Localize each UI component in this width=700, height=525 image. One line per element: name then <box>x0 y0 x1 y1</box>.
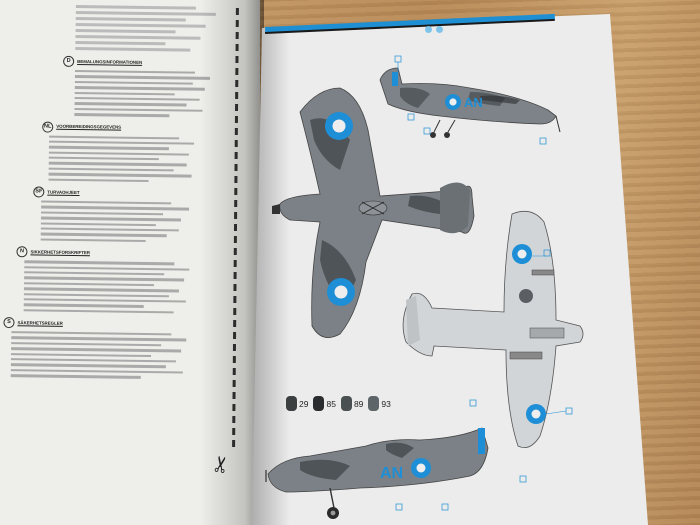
underside-view <box>402 210 584 449</box>
paint-number: 29 <box>299 398 309 409</box>
paint-pot-icon <box>286 396 297 411</box>
top-view <box>272 87 475 338</box>
paint-pot-icon <box>368 396 380 411</box>
paint-legend: 29 85 89 93 <box>286 396 396 411</box>
paint-number: 93 <box>381 398 391 409</box>
side-profile-bottom: AN <box>265 399 527 519</box>
paint-number: 89 <box>353 398 364 409</box>
paint-pot-icon <box>340 396 352 411</box>
header-dot <box>425 26 432 33</box>
paint-number: 85 <box>326 398 336 409</box>
header-dot <box>436 26 443 33</box>
aircraft-code-bottom: AN <box>380 465 403 482</box>
side-profile-top: AN <box>379 55 561 145</box>
aircraft-code-top: AN <box>464 95 483 110</box>
page-gutter-shadow <box>200 0 264 525</box>
paint-pot-icon <box>313 396 325 411</box>
